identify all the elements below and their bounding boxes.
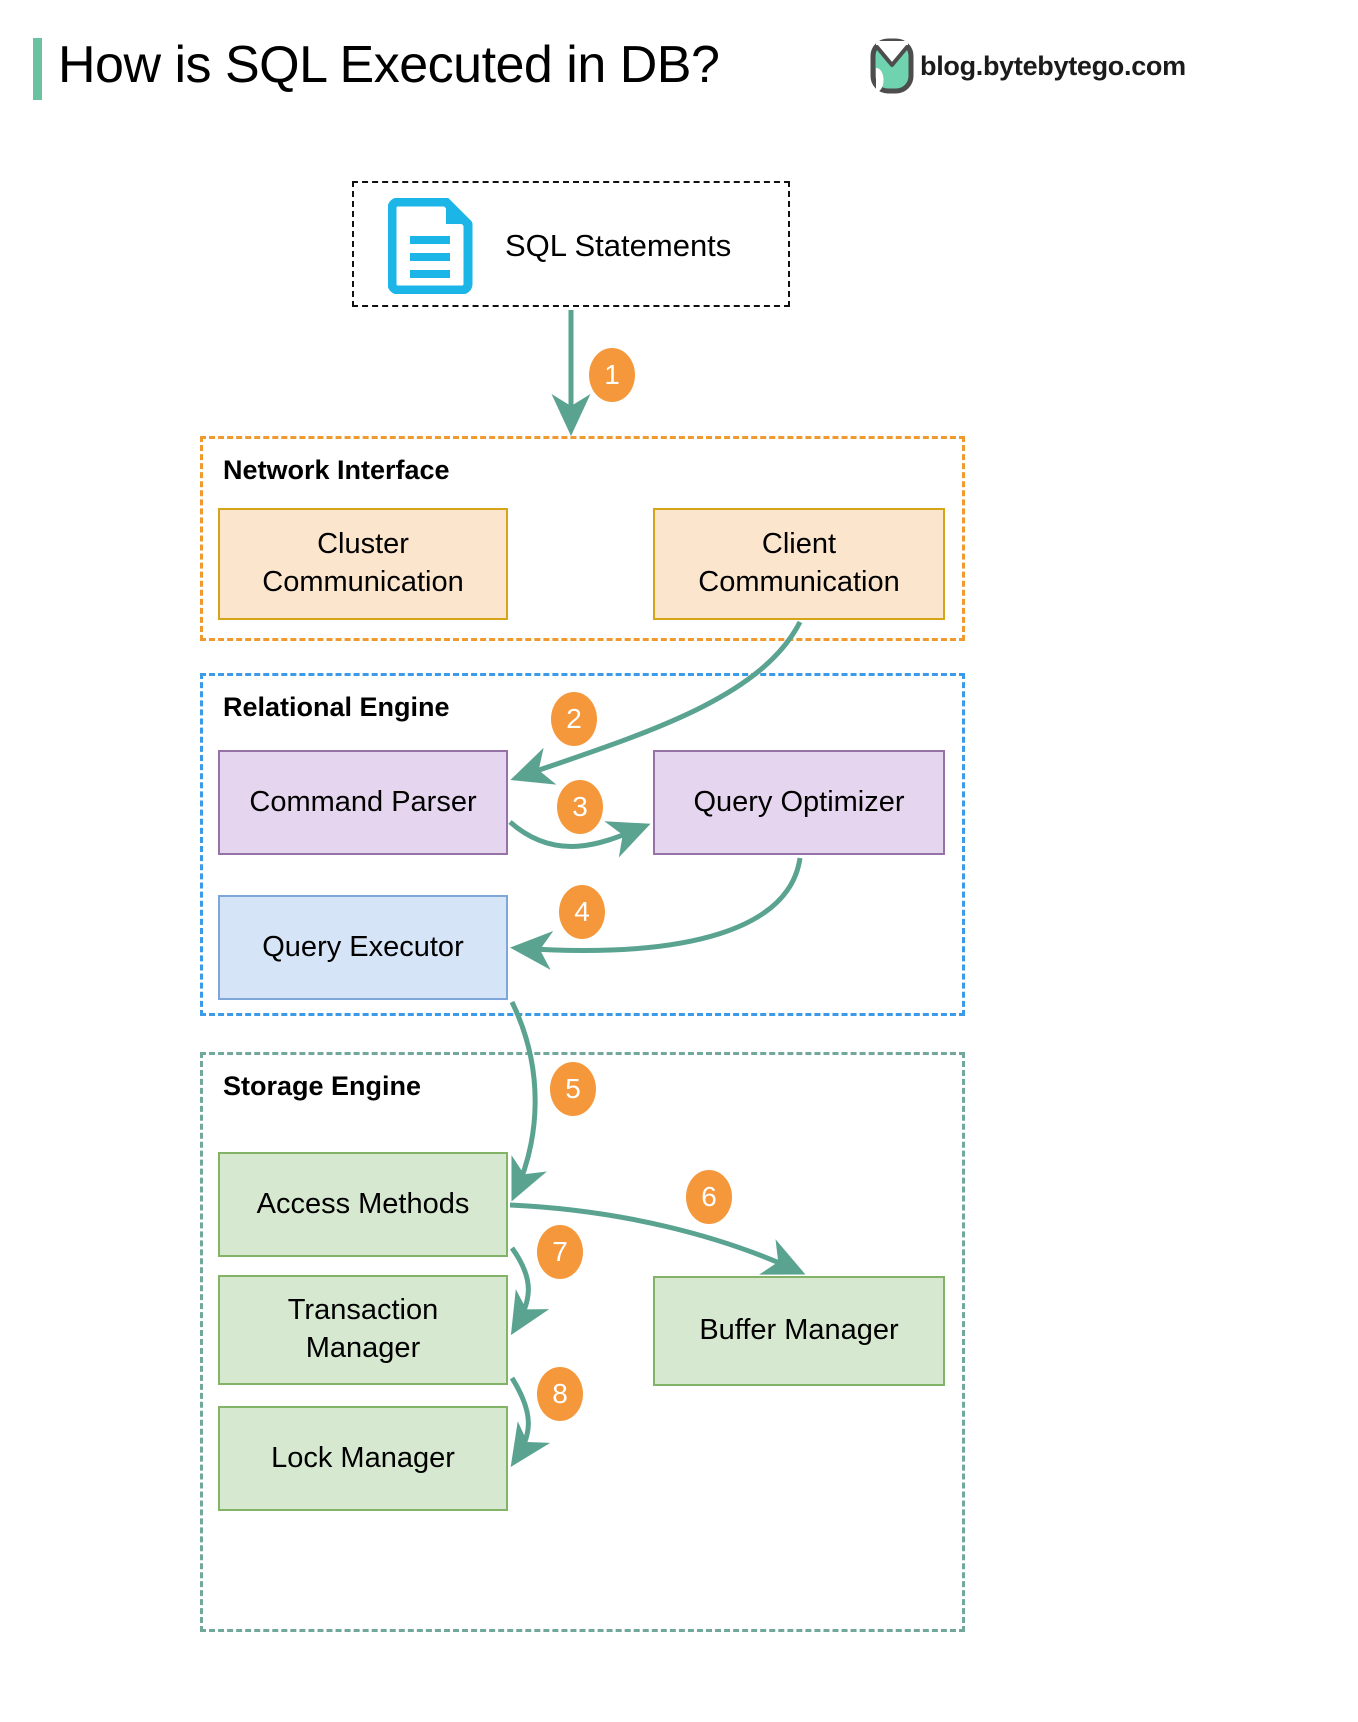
step-badge-6: 6 (686, 1170, 732, 1224)
node-lock-manager[interactable]: Lock Manager (218, 1406, 508, 1511)
node-command-parser[interactable]: Command Parser (218, 750, 508, 855)
page-title: How is SQL Executed in DB? (58, 36, 720, 94)
sql-statements-container (352, 181, 790, 307)
sql-statements-label: SQL Statements (505, 228, 732, 263)
step-badge-3: 3 (557, 780, 603, 834)
step-badge-5: 5 (550, 1062, 596, 1116)
step-badge-2: 2 (551, 692, 597, 746)
node-query-executor[interactable]: Query Executor (218, 895, 508, 1000)
bytebytego-logo-icon (870, 38, 914, 94)
node-cluster-communication[interactable]: Cluster Communication (218, 508, 508, 620)
node-access-methods[interactable]: Access Methods (218, 1152, 508, 1257)
step-badge-1: 1 (589, 348, 635, 402)
group-label-storage-engine: Storage Engine (223, 1071, 422, 1101)
step-badge-4: 4 (559, 885, 605, 939)
title-accent-bar (33, 38, 42, 100)
brand: blog.bytebytego.com (870, 38, 1186, 94)
step-badge-8: 8 (537, 1367, 583, 1421)
group-storage-engine: Storage Engine (200, 1052, 965, 1632)
step-badge-7: 7 (537, 1225, 583, 1279)
node-client-communication[interactable]: Client Communication (653, 508, 945, 620)
document-lines-icon (387, 197, 474, 295)
header: How is SQL Executed in DB? blog.bytebyte… (0, 0, 1358, 130)
node-buffer-manager[interactable]: Buffer Manager (653, 1276, 945, 1386)
node-query-optimizer[interactable]: Query Optimizer (653, 750, 945, 855)
group-label-relational-engine: Relational Engine (223, 692, 450, 722)
node-transaction-manager[interactable]: Transaction Manager (218, 1275, 508, 1385)
group-label-network-interface: Network Interface (223, 455, 450, 485)
brand-url[interactable]: blog.bytebytego.com (920, 50, 1186, 81)
